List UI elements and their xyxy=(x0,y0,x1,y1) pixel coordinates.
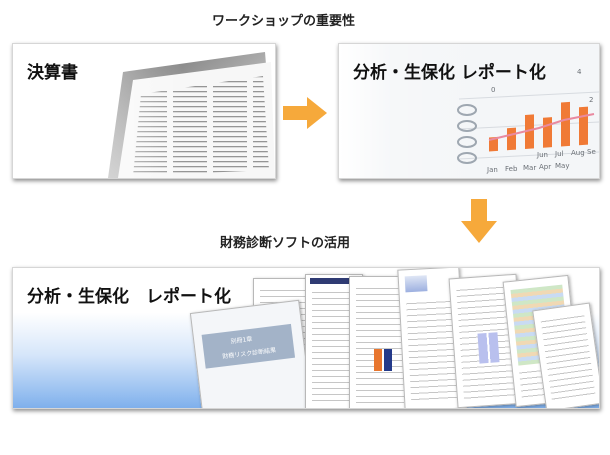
cover-sheet-heading: 別冊1章 xyxy=(230,335,253,346)
arrow-right-icon xyxy=(283,97,327,129)
chart-tick-may: May xyxy=(555,162,569,170)
financial-statement-panel: 決算書 xyxy=(12,43,276,179)
chart-illustration: 4 2 0 Jan Feb Mar Apr May Jun Jul Aug Se xyxy=(339,44,599,178)
document-pages-illustration xyxy=(13,44,275,178)
chart-tick-mar: Mar xyxy=(523,164,536,172)
software-report-label: 分析・生保化 レポート化 xyxy=(27,287,231,307)
cover-sheet-subtitle: 財務リスク診断結果 xyxy=(222,346,277,361)
report-chart-bars xyxy=(477,332,500,364)
chart-tick-y-4: 4 xyxy=(577,68,582,76)
software-report-panel: 分析・生保化 レポート化 別冊1章 財務リスク診断結果 xyxy=(12,267,600,409)
chart-tick-jul: Jul xyxy=(554,150,564,158)
chart-tick-sep: Se xyxy=(587,148,596,156)
chart-tick-y-0: 0 xyxy=(491,86,495,94)
chart-tick-y-2: 2 xyxy=(589,96,593,104)
chart-tick-jan: Jan xyxy=(486,166,498,174)
cover-sheet-band: 別冊1章 財務リスク診断結果 xyxy=(201,323,296,369)
chart-tick-jun: Jun xyxy=(536,151,548,159)
chart-tick-apr: Apr xyxy=(539,163,551,171)
analysis-report-label: 分析・生保化 レポート化 xyxy=(353,63,546,83)
report-cover-sheet: 別冊1章 財務リスク診断結果 xyxy=(189,299,315,408)
chart-tick-aug: Aug xyxy=(571,149,585,157)
arrow-down-icon xyxy=(461,199,497,243)
financial-statement-label: 決算書 xyxy=(27,63,78,83)
report-chart-bars xyxy=(374,349,392,371)
analysis-report-panel: 分析・生保化 レポート化 xyxy=(338,43,600,179)
chart-trend-line xyxy=(488,113,595,141)
section-title-software: 財務診断ソフトの活用 xyxy=(220,236,351,251)
section-title-workshop: ワークショップの重要性 xyxy=(212,14,356,29)
chart-tick-feb: Feb xyxy=(505,165,518,173)
